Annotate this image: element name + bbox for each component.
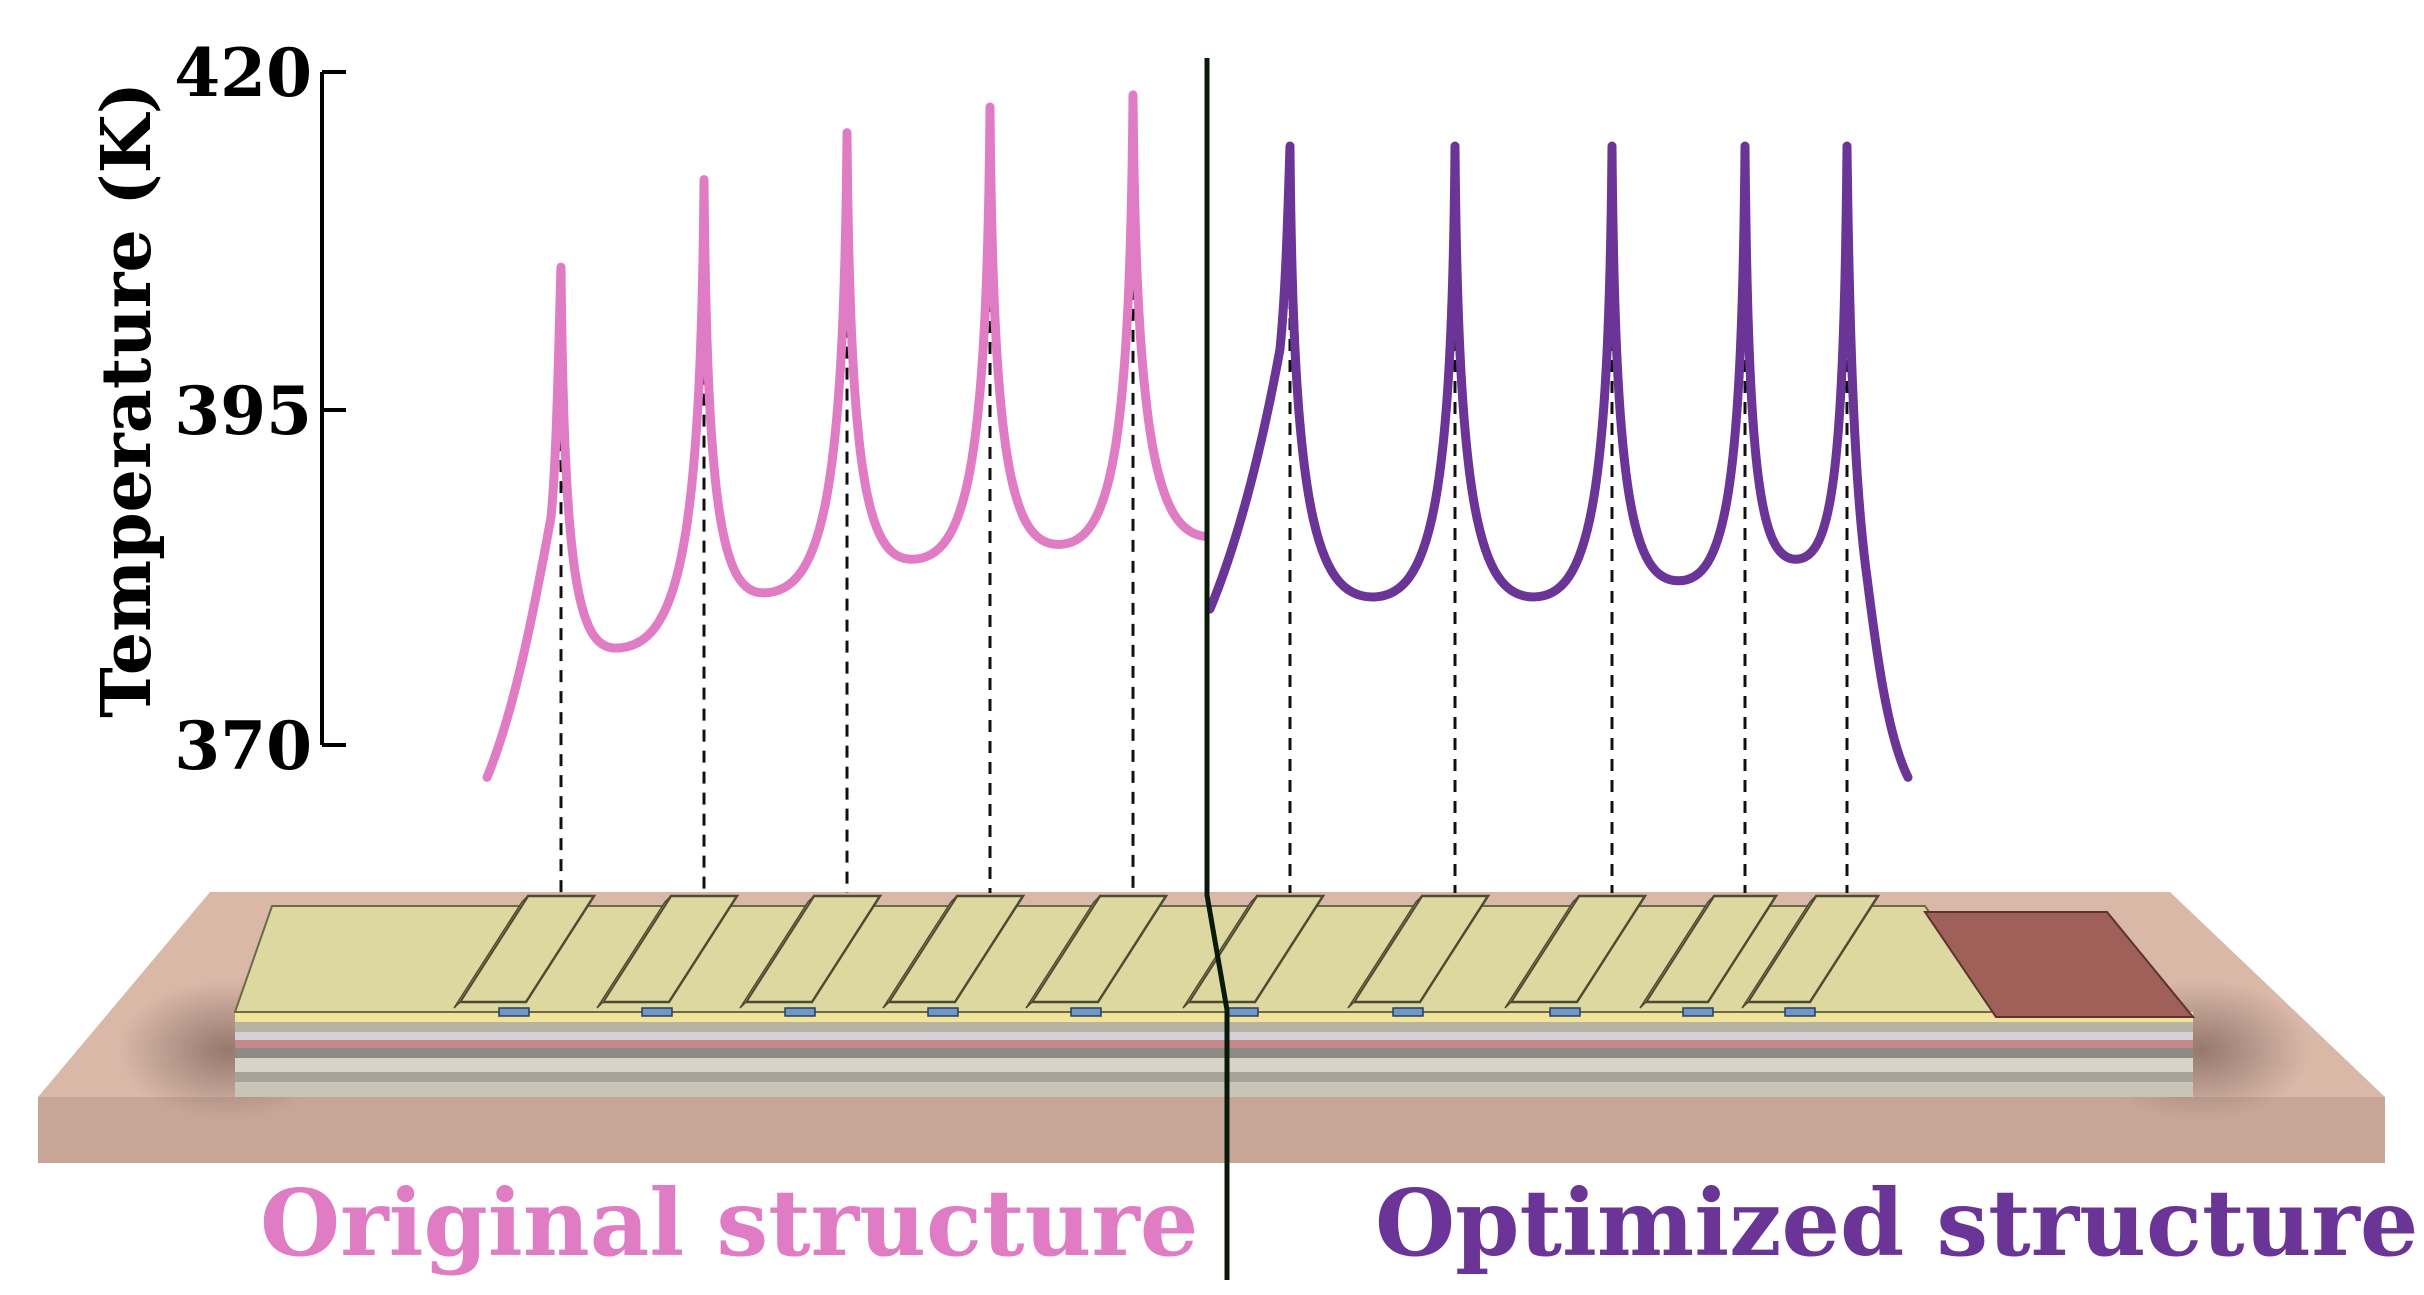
layer-stripe-8 — [235, 1082, 2193, 1097]
layer-stripe-3 — [235, 1032, 2193, 1040]
series-line-original — [482, 90, 1210, 782]
series-line-optimized — [1205, 141, 1913, 782]
y-axis-title: Temperature (K) — [87, 82, 167, 718]
trench-6 — [1227, 1007, 1259, 1017]
trench-9 — [1682, 1007, 1714, 1017]
label-optimized-structure: Optimized structure — [1375, 1169, 2418, 1277]
trench-5 — [1070, 1007, 1102, 1017]
fin-side-7 — [1347, 895, 1423, 1009]
y-tick-label-395: 395 — [174, 372, 312, 450]
layer-stripe-1 — [235, 1012, 2193, 1022]
electrode-fins — [453, 894, 1881, 1009]
trench-1 — [498, 1007, 530, 1017]
fin-side-8 — [1504, 895, 1580, 1009]
fin-side-9 — [1639, 895, 1715, 1009]
layer-stack — [235, 1012, 2193, 1097]
layer-stripe-7 — [235, 1072, 2193, 1082]
layer-stripe-4 — [235, 1040, 2193, 1048]
trench-markers — [498, 1007, 1816, 1017]
layer-stripe-2 — [235, 1022, 2193, 1032]
layer-stripe-6 — [235, 1058, 2193, 1072]
fin-side-3 — [739, 895, 815, 1009]
label-original-structure: Original structure — [260, 1169, 1198, 1277]
fin-side-6 — [1182, 895, 1258, 1009]
y-axis: 420 395 370 Temperature (K) — [87, 34, 346, 785]
fin-side-10 — [1741, 895, 1817, 1009]
fin-side-5 — [1025, 895, 1101, 1009]
peak-guide-lines — [559, 98, 1849, 893]
fin-side-2 — [596, 895, 672, 1009]
layer-stripe-5 — [235, 1048, 2193, 1058]
trench-8 — [1549, 1007, 1581, 1017]
fin-side-1 — [453, 895, 529, 1009]
section-divider — [1204, 58, 1230, 1280]
fin-side-4 — [882, 895, 958, 1009]
device-illustration — [38, 892, 2385, 1163]
trench-2 — [641, 1007, 673, 1017]
trench-10 — [1784, 1007, 1816, 1017]
substrate-front — [38, 1097, 2385, 1163]
trench-3 — [784, 1007, 816, 1017]
red-contact-pad — [1923, 911, 2196, 1018]
trench-4 — [927, 1007, 959, 1017]
y-tick-label-370: 370 — [174, 707, 312, 785]
trench-7 — [1392, 1007, 1424, 1017]
y-tick-label-420: 420 — [174, 34, 312, 112]
